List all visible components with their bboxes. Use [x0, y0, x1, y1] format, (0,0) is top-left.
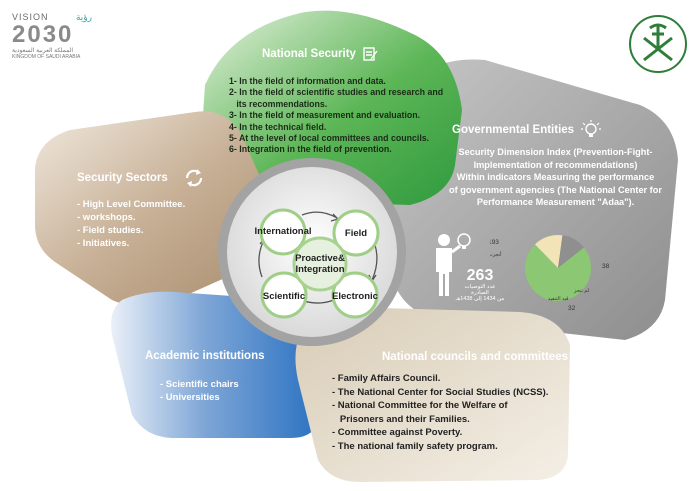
stat-sub: من 1434 إلى 1438هـ [455, 296, 505, 302]
security-sectors-petal [35, 111, 279, 307]
node-scientific: Scientific [262, 291, 306, 302]
ss-item: - Initiatives. [77, 238, 130, 249]
ns-item: 6- Integration in the field of preventio… [229, 144, 392, 155]
saudi-emblem-icon [628, 14, 688, 74]
councils-title: National councils and committees [382, 351, 568, 363]
stat-value: 263 [466, 267, 494, 284]
pie-value-label: 38 [602, 263, 610, 270]
nc-item: - Committee against Poverty. [332, 427, 463, 438]
ge-line: of government agencies (The National Cen… [449, 184, 662, 195]
nc-item: - Family Affairs Council. [332, 373, 441, 384]
pie-category-label: قيد التنفيذ [548, 296, 569, 302]
node-field: Field [344, 228, 368, 239]
national-security-petal [200, 10, 462, 206]
ns-item: 5- At the level of local committees and … [229, 133, 430, 144]
ns-item: 2- In the field of scientific studies an… [229, 87, 444, 98]
core-line1: Proactive& [295, 253, 345, 264]
vision-word: VISION [12, 12, 49, 22]
ge-line: Within indicators Measuring the performa… [456, 172, 655, 182]
ge-line: Implementation of recommendations) [473, 159, 638, 170]
pie-category-label: أنجزت [490, 250, 502, 258]
pie-slice [525, 244, 591, 301]
vision-sub-en: KINGDOM OF SAUDI ARABIA [12, 54, 81, 60]
pie-value-label: 193 [490, 239, 499, 246]
lightbulb-icon [580, 120, 602, 140]
node-core: Proactive& Integration [284, 253, 356, 275]
document-edit-icon [362, 46, 378, 62]
governmental-entities-header: Governmental Entities [452, 120, 602, 140]
academic-list: - Scientific chairs - Universities [160, 378, 300, 404]
pie-category-label: لم تنجز [573, 288, 590, 294]
stat-label: عدد التوصيات الصادرة [464, 284, 496, 296]
pie-slice [558, 235, 584, 268]
nc-item: - The National Center for Social Studies… [332, 386, 549, 398]
nc-item: - The national family safety program. [332, 440, 498, 452]
ss-item: - workshops. [77, 212, 136, 223]
refresh-icon [182, 166, 206, 190]
national-security-title: National Security [262, 48, 356, 60]
vision-sub-ar: المملكة العربية السعودية [12, 48, 74, 54]
ns-item: its recommendations. [229, 98, 328, 109]
node-electronic: Electronic [332, 291, 378, 302]
governmental-entities-text: Security Dimension Index (Prevention-Fig… [448, 146, 663, 209]
node-international-ring [259, 208, 307, 256]
security-sectors-title: Security Sectors [77, 172, 168, 184]
governmental-entities-title: Governmental Entities [452, 124, 575, 136]
security-sectors-list: - High Level Committee. - workshops. - F… [77, 198, 227, 250]
ns-item: 1- In the field of information and data. [229, 76, 386, 86]
governmental-entities-petal [390, 59, 678, 340]
vision-arabic: رؤية [75, 12, 92, 22]
node-field-ring [332, 209, 380, 257]
ge-line: Performance Measurement "Adaa"). [476, 197, 635, 207]
core-line2: Integration [295, 264, 345, 275]
recommendations-pie-chart: 193 أنجزت 38 لم تنجز 32 قيد التنفيذ [490, 235, 610, 312]
security-sectors-header: Security Sectors [77, 166, 206, 190]
nc-item: - National Committee for the Welfare of [332, 400, 508, 411]
ac-item: - Scientific chairs [160, 379, 239, 390]
nc-item: Prisoners and their Families. [332, 413, 470, 425]
national-security-list: 1- In the field of information and data.… [229, 76, 457, 156]
ns-item: 4- In the technical field. [229, 121, 327, 132]
national-security-header: National Security [262, 46, 378, 62]
recommendations-stat: 263 عدد التوصيات الصادرة من 1434 إلى 143… [455, 267, 505, 303]
ss-item: - Field studies. [77, 225, 144, 236]
vision-year: 2030 [12, 21, 74, 48]
councils-list: - Family Affairs Council. - The National… [332, 372, 567, 453]
ss-item: - High Level Committee. [77, 199, 186, 210]
pie-slice [534, 235, 563, 268]
node-core-ring [292, 236, 348, 292]
councils-petal [295, 308, 570, 482]
node-international: International [254, 226, 312, 237]
vision-2030-logo: VISION رؤية 2030 المملكة العربية السعودي… [12, 12, 92, 60]
ac-item: - Universities [160, 392, 220, 403]
node-electronic-ring [331, 271, 379, 319]
ge-line: Security Dimension Index (Prevention-Fig… [458, 147, 653, 157]
academic-title: Academic institutions [145, 350, 265, 362]
ns-item: 3- In the field of measurement and evalu… [229, 110, 421, 121]
node-scientific-ring [260, 271, 308, 319]
person-idea-icon [430, 230, 475, 300]
pie-value-label: 32 [568, 305, 576, 312]
